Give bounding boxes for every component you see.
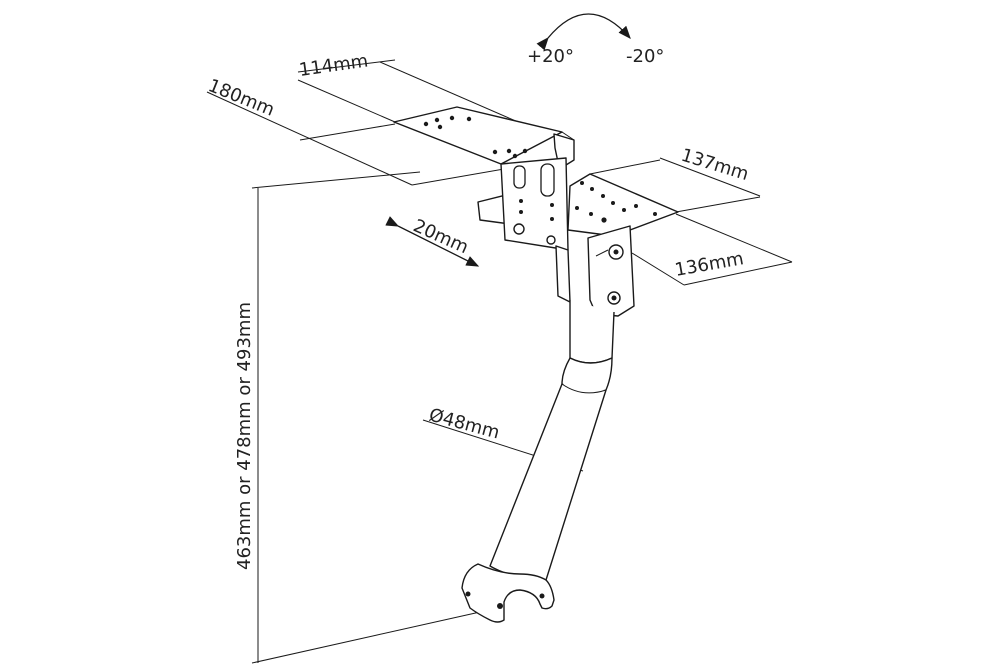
tube-lower bbox=[489, 383, 607, 581]
hanger-plate bbox=[500, 157, 569, 251]
upper-plate bbox=[393, 106, 563, 165]
dimension-bracket-depth: 136mm bbox=[631, 213, 793, 286]
tube-clamp bbox=[461, 563, 555, 623]
dimension-offset: 20mm bbox=[385, 215, 480, 267]
dimension-plate-depth: 114mm bbox=[298, 50, 526, 126]
mount-assembly bbox=[393, 106, 679, 623]
dimension-height: 463mm or 478mm or 493mm bbox=[234, 171, 481, 664]
hanger-holes bbox=[519, 199, 554, 221]
lower-bracket-holes bbox=[575, 181, 657, 223]
rotation-indicator: +20° -20° bbox=[527, 13, 664, 67]
height-options-label: 463mm or 478mm or 493mm bbox=[234, 302, 255, 570]
hanger-bolt bbox=[513, 223, 525, 235]
bracket-depth-label: 136mm bbox=[673, 248, 745, 281]
plate-depth-label: 114mm bbox=[298, 50, 370, 80]
hanger-bolt-lower bbox=[546, 235, 556, 245]
left-side-bracket bbox=[555, 245, 571, 303]
plate-length-label: 180mm bbox=[205, 75, 277, 120]
rotation-arc bbox=[536, 13, 631, 51]
tube-diameter-label: Ø48mm bbox=[427, 405, 502, 444]
offset-label: 20mm bbox=[410, 215, 472, 258]
lower-bracket-plate bbox=[567, 173, 679, 237]
rotation-minus-label: -20° bbox=[626, 46, 664, 67]
rotation-plus-label: +20° bbox=[527, 46, 574, 67]
upper-plate-holes bbox=[423, 115, 528, 159]
